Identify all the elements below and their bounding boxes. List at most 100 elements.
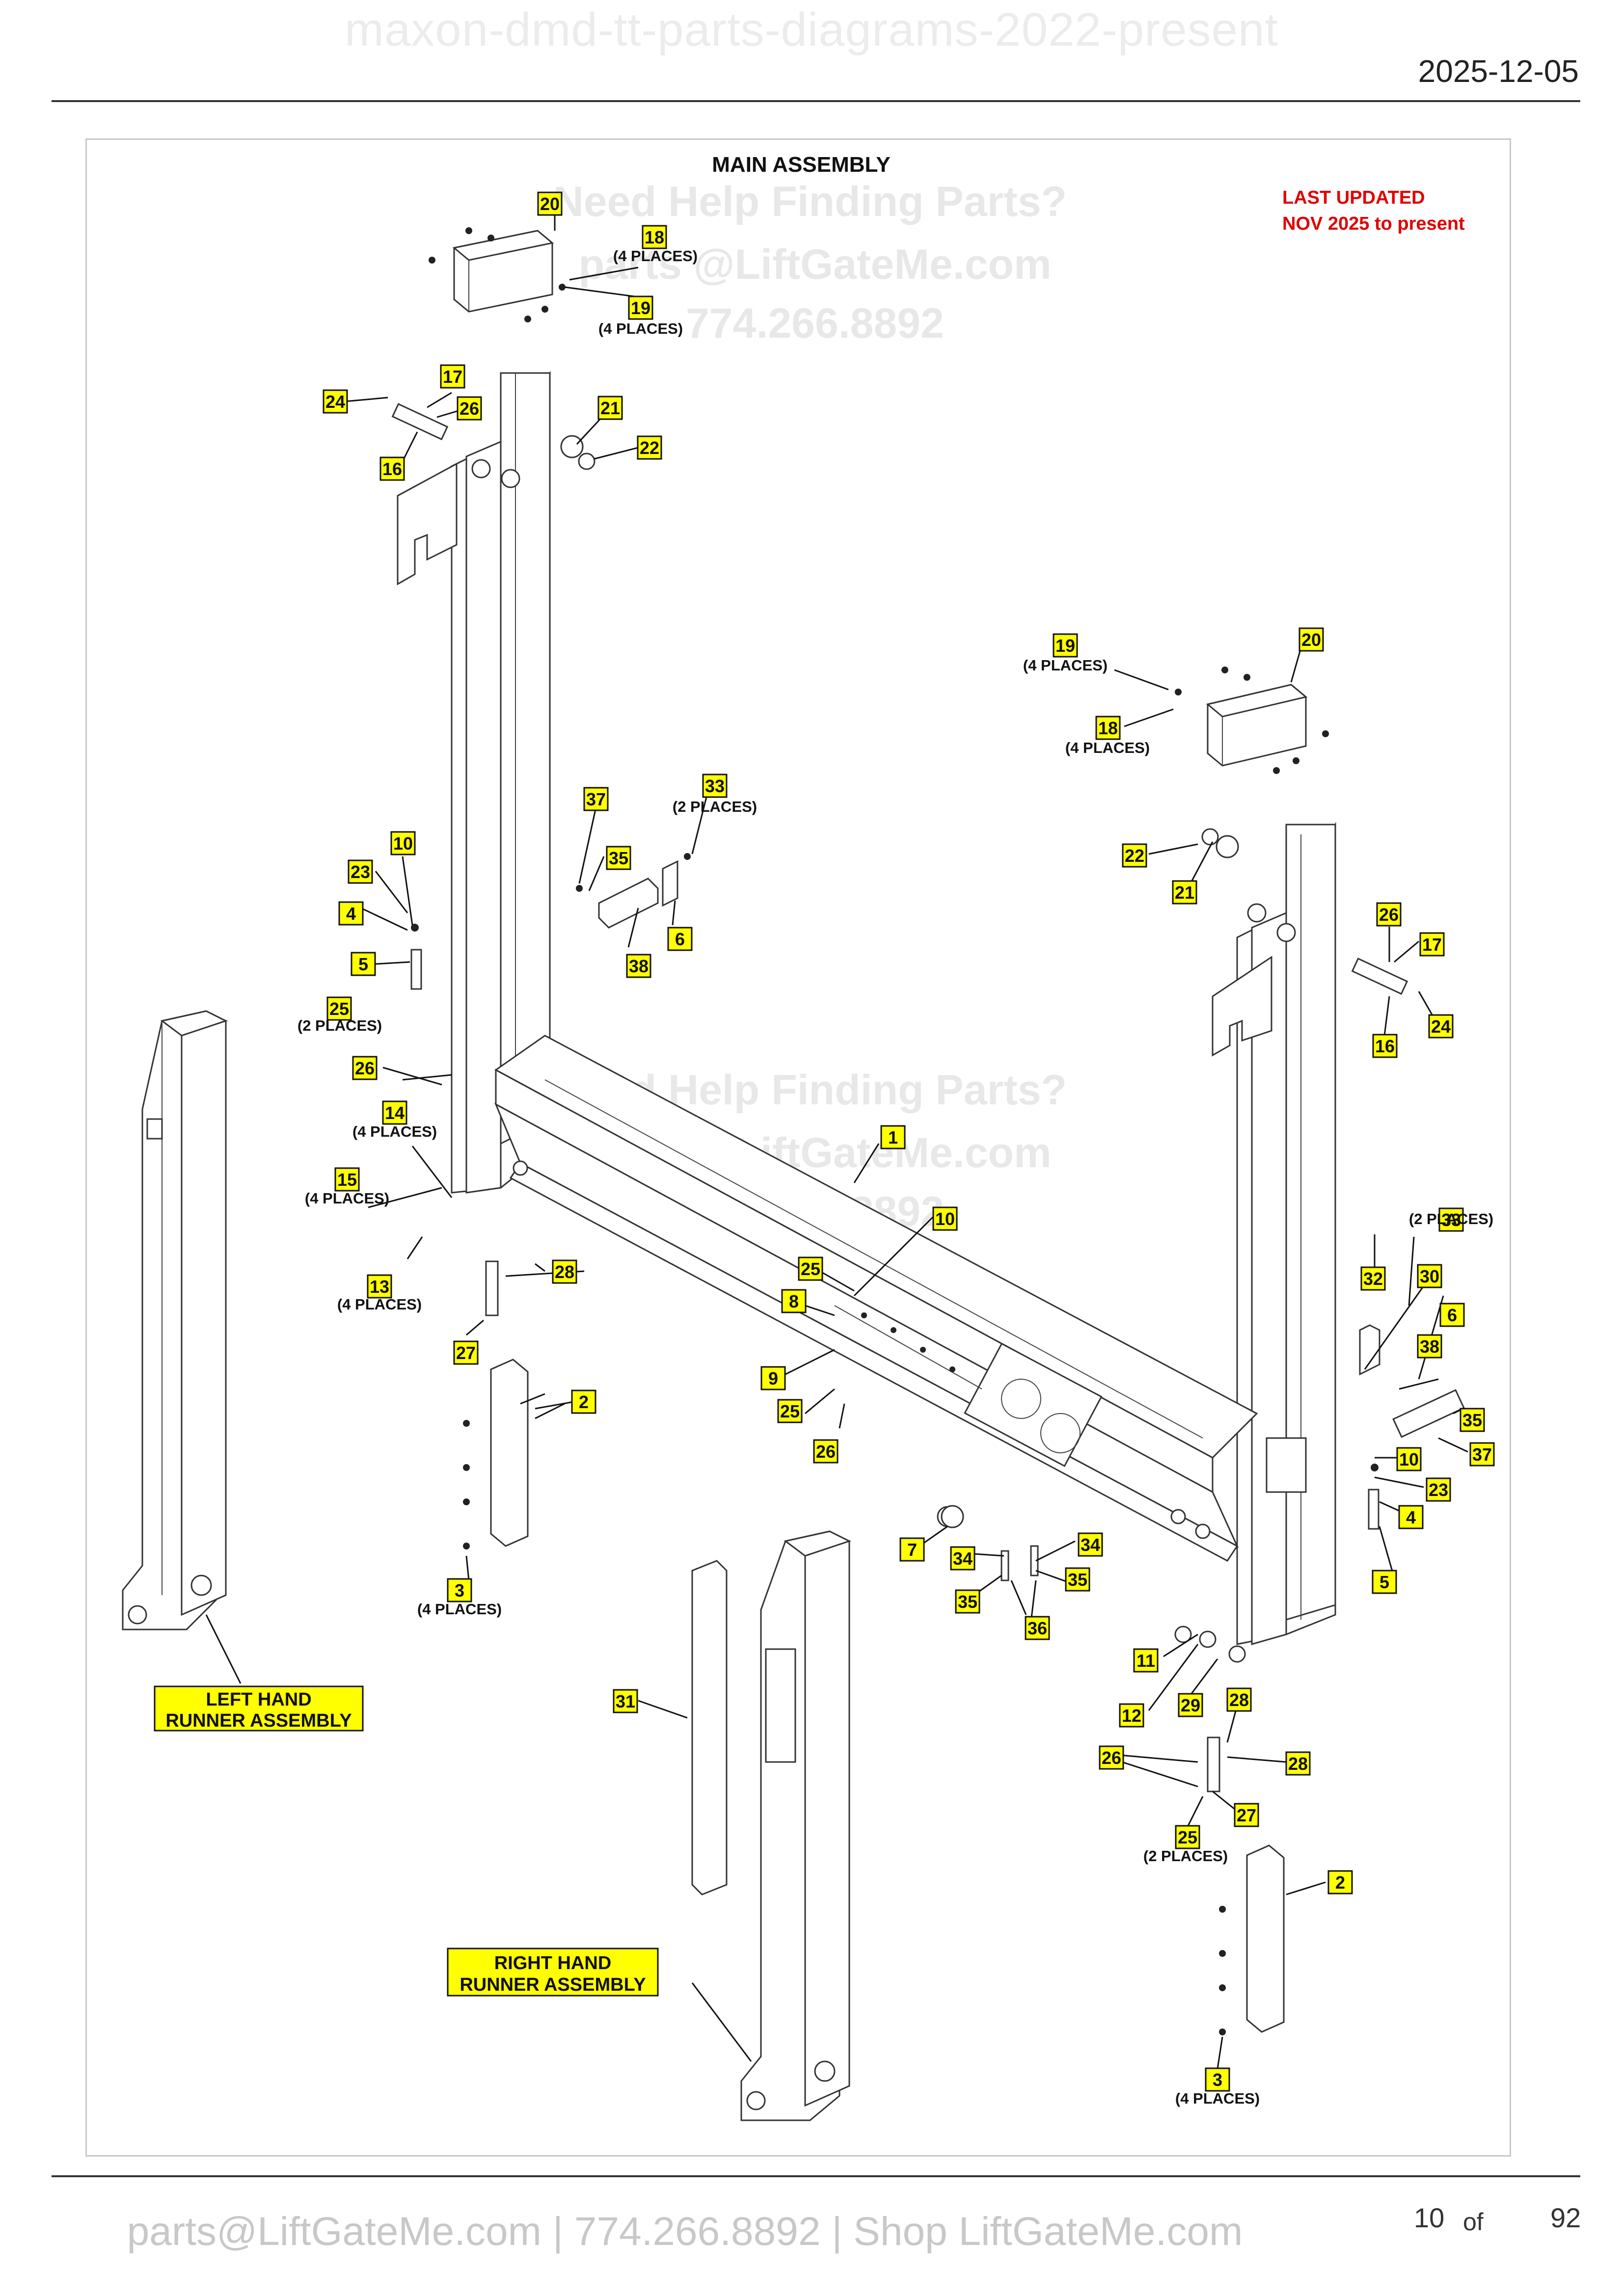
svg-text:4: 4 — [1406, 1507, 1416, 1527]
callout-29: 29 — [1178, 1693, 1203, 1717]
callout-34-right: 34 — [1078, 1532, 1103, 1557]
right-runner-assembly-label: RIGHT HAND RUNNER ASSEMBLY — [447, 1948, 659, 1997]
callout-5-right: 5 — [1372, 1570, 1397, 1594]
places-label-33: (2 PLACES) — [673, 798, 757, 815]
places-label-25: (2 PLACES) — [298, 1017, 382, 1034]
svg-text:35: 35 — [1068, 1570, 1087, 1590]
callout-27: 27 — [453, 1340, 479, 1365]
callout-33: 33 — [702, 774, 728, 798]
callout-8: 8 — [781, 1289, 807, 1313]
callout-7: 7 — [899, 1537, 925, 1562]
svg-text:8: 8 — [789, 1291, 799, 1311]
places-label-25-right: (2 PLACES) — [1143, 1847, 1228, 1865]
top-cap-right — [1175, 667, 1329, 774]
update-note-line1: LAST UPDATED — [1282, 187, 1425, 208]
svg-text:21: 21 — [600, 398, 620, 418]
svg-text:19: 19 — [1055, 636, 1075, 656]
callout-16-right: 16 — [1372, 1034, 1398, 1058]
svg-text:32: 32 — [1363, 1269, 1383, 1289]
callout-25-lower-right: 25 — [1175, 1825, 1200, 1849]
callout-27-right: 27 — [1234, 1803, 1259, 1827]
callout-11: 11 — [1133, 1648, 1159, 1673]
svg-text:11: 11 — [1136, 1651, 1155, 1671]
svg-text:10: 10 — [393, 833, 413, 854]
callout-34: 34 — [950, 1546, 975, 1571]
callout-4-right: 4 — [1398, 1505, 1424, 1529]
svg-text:24: 24 — [325, 392, 345, 412]
svg-text:26: 26 — [355, 1058, 375, 1078]
svg-text:7: 7 — [907, 1540, 917, 1560]
svg-text:16: 16 — [382, 459, 402, 479]
callout-24: 24 — [323, 389, 348, 414]
watermark-phone: 774.266.8892 — [686, 300, 944, 347]
svg-text:LEFT HAND: LEFT HAND — [206, 1689, 311, 1710]
page-total: 92 — [1550, 2202, 1581, 2233]
callout-2-right: 2 — [1327, 1870, 1353, 1895]
svg-text:3: 3 — [455, 1580, 464, 1601]
callout-3: 3 — [447, 1578, 472, 1602]
top-cap-left — [429, 227, 566, 322]
svg-text:17: 17 — [443, 367, 462, 387]
svg-text:18: 18 — [645, 227, 664, 247]
svg-text:19: 19 — [631, 298, 650, 318]
callout-20: 20 — [537, 191, 563, 216]
svg-text:10: 10 — [1399, 1449, 1419, 1469]
places-label-13: (4 PLACES) — [337, 1296, 422, 1313]
callout-38-right: 38 — [1417, 1334, 1442, 1359]
svg-text:20: 20 — [540, 194, 560, 214]
callout-19-right: 19 — [1053, 633, 1078, 658]
bracket-38-left — [576, 853, 691, 929]
callouts: 20 18 19 24 17 26 21 22 16 19 20 18 37 3… — [323, 191, 1495, 2092]
diagram-frame — [85, 138, 1511, 2157]
svg-text:37: 37 — [1472, 1444, 1492, 1465]
svg-text:31: 31 — [616, 1691, 635, 1711]
callout-26-right: 26 — [1376, 902, 1402, 927]
places-label-14: (4 PLACES) — [352, 1123, 437, 1140]
callout-38: 38 — [626, 954, 651, 978]
svg-text:23: 23 — [351, 862, 370, 882]
callout-20-right: 20 — [1298, 627, 1324, 652]
svg-text:38: 38 — [1420, 1336, 1439, 1357]
places-label-18: (4 PLACES) — [613, 247, 698, 265]
places-label-15: (4 PLACES) — [305, 1190, 389, 1207]
svg-text:36: 36 — [1028, 1618, 1047, 1638]
svg-text:33: 33 — [705, 776, 725, 796]
svg-text:28: 28 — [1229, 1690, 1249, 1710]
callout-28: 28 — [552, 1259, 577, 1284]
callout-19: 19 — [628, 295, 653, 320]
document-date: 2025-12-05 — [1418, 53, 1579, 89]
pins-washers — [391, 403, 1408, 1530]
svg-text:26: 26 — [1102, 1748, 1121, 1768]
page-number: 10 — [1414, 2202, 1445, 2233]
hinge-plate-right — [1219, 1844, 1285, 2035]
svg-text:26: 26 — [816, 1442, 836, 1462]
callout-15: 15 — [334, 1167, 360, 1192]
update-note-line2: NOV 2025 to present — [1282, 214, 1465, 234]
svg-text:9: 9 — [768, 1368, 778, 1388]
svg-text:29: 29 — [1181, 1695, 1200, 1715]
svg-text:21: 21 — [1175, 882, 1194, 903]
callout-25-center-2: 25 — [777, 1399, 803, 1423]
page-of: of — [1463, 2208, 1484, 2236]
svg-text:25: 25 — [801, 1259, 820, 1279]
left-runner-assembly-label: LEFT HAND RUNNER ASSEMBLY — [154, 1685, 364, 1732]
svg-text:10: 10 — [935, 1209, 955, 1229]
svg-text:22: 22 — [640, 438, 659, 458]
callout-25-center: 25 — [798, 1256, 823, 1281]
callout-36: 36 — [1025, 1616, 1050, 1640]
watermark-help: Need Help Finding Parts? — [553, 178, 1067, 225]
callout-26-lower-right: 26 — [1099, 1745, 1124, 1770]
callout-5: 5 — [351, 952, 376, 976]
callout-18-right: 18 — [1095, 716, 1121, 740]
svg-text:23: 23 — [1429, 1480, 1448, 1500]
svg-text:RIGHT HAND: RIGHT HAND — [494, 1953, 612, 1974]
svg-text:34: 34 — [953, 1548, 973, 1569]
svg-text:27: 27 — [1237, 1805, 1256, 1825]
callout-10-right: 10 — [1396, 1447, 1422, 1471]
callout-22: 22 — [637, 435, 662, 460]
svg-text:13: 13 — [370, 1277, 389, 1297]
svg-text:35: 35 — [1462, 1410, 1482, 1430]
svg-text:25: 25 — [329, 999, 349, 1019]
callout-28-lower-right: 28 — [1285, 1751, 1311, 1776]
